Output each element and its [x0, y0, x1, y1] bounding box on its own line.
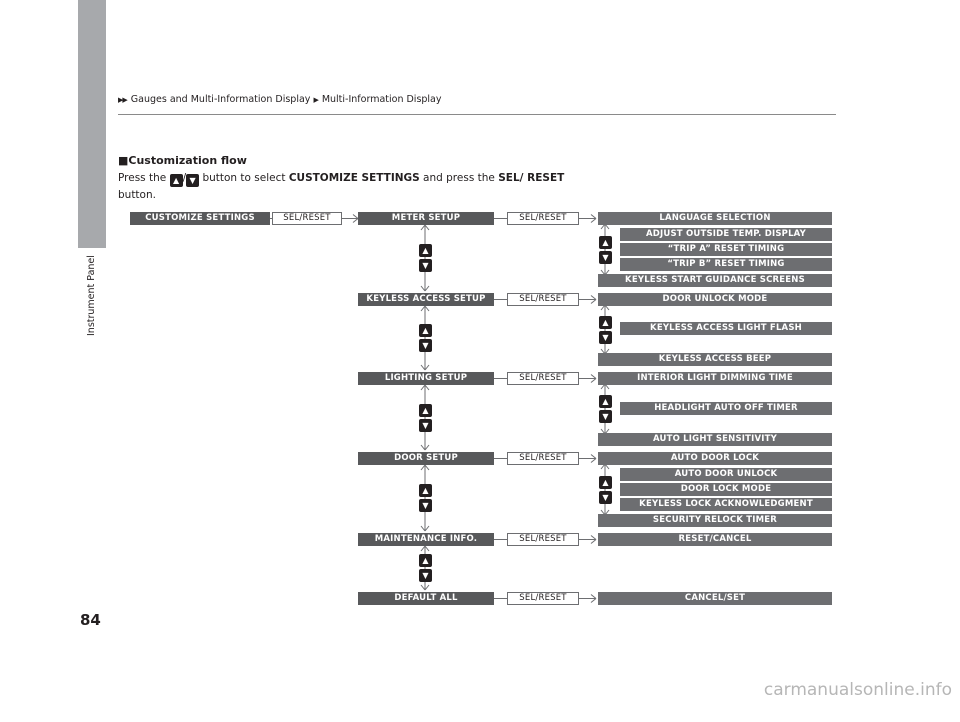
setting-item[interactable]: AUTO DOOR LOCK [598, 452, 832, 465]
item-scroll-up-button-icon: ▲ [599, 235, 612, 249]
menu-scroll-up-button-icon: ▲ [419, 484, 432, 497]
item-scroll-down-button-icon: ▼ [599, 410, 612, 423]
breadcrumb-item[interactable]: Gauges and Multi-Information Display [130, 94, 311, 105]
breadcrumb-arrow-icon: ▶▶ [118, 96, 128, 104]
item-scroll-up-button-icon: ▲ [599, 315, 612, 329]
menu-scroll-down-button-icon: ▼ [419, 339, 432, 352]
chapter-tab-top [78, 0, 106, 248]
setting-item[interactable]: “TRIP A” RESET TIMING [620, 243, 832, 256]
sel-reset-button[interactable]: SEL/RESET [507, 293, 579, 306]
menu-door-setup[interactable]: DOOR SETUP [358, 452, 494, 465]
menu-meter-setup[interactable]: METER SETUP [358, 212, 494, 225]
setting-item[interactable]: “TRIP B” RESET TIMING [620, 258, 832, 271]
watermark: carmanualsonline.info [763, 680, 952, 700]
item-scroll-down-button-icon: ▼ [599, 250, 612, 264]
setting-item[interactable]: KEYLESS START GUIDANCE SCREENS [598, 274, 832, 287]
sel-reset-button[interactable]: SEL/RESET [272, 212, 342, 225]
item-scroll-down-button-icon: ▼ [599, 490, 612, 504]
setting-item[interactable]: AUTO LIGHT SENSITIVITY [598, 433, 832, 446]
setting-item[interactable]: KEYLESS ACCESS LIGHT FLASH [620, 322, 832, 335]
setting-item[interactable]: AUTO DOOR UNLOCK [620, 468, 832, 481]
section-heading: ■Customization flow [118, 154, 247, 167]
menu-scroll-down-button-icon: ▼ [419, 499, 432, 512]
item-scroll-up-button-icon: ▲ [599, 395, 612, 408]
setting-item[interactable]: INTERIOR LIGHT DIMMING TIME [598, 372, 832, 385]
setting-item[interactable]: RESET/CANCEL [598, 533, 832, 546]
menu-maintenance-info[interactable]: MAINTENANCE INFO. [358, 533, 494, 546]
setting-item[interactable]: DOOR LOCK MODE [620, 483, 832, 496]
item-scroll-up-button-icon: ▲ [599, 475, 612, 489]
sel-reset-button[interactable]: SEL/RESET [507, 372, 579, 385]
menu-lighting-setup[interactable]: LIGHTING SETUP [358, 372, 494, 385]
menu-scroll-up-button-icon: ▲ [419, 244, 432, 257]
section-intro: Press the ▲/▼ button to select CUSTOMIZE… [118, 172, 565, 201]
menu-scroll-down-button-icon: ▼ [419, 259, 432, 272]
setting-item[interactable]: SECURITY RELOCK TIMER [598, 514, 832, 527]
page-number: 84 [80, 611, 101, 629]
menu-scroll-up-button-icon: ▲ [419, 554, 432, 567]
setting-item[interactable]: HEADLIGHT AUTO OFF TIMER [620, 402, 832, 415]
sel-reset-button[interactable]: SEL/RESET [507, 533, 579, 546]
item-scroll-down-button-icon: ▼ [599, 330, 612, 344]
header-divider [118, 114, 836, 115]
breadcrumb-item[interactable]: Multi-Information Display [321, 94, 442, 105]
setting-item[interactable]: KEYLESS ACCESS BEEP [598, 353, 832, 366]
setting-item[interactable]: KEYLESS LOCK ACKNOWLEDGMENT [620, 498, 832, 511]
menu-keyless-access-setup[interactable]: KEYLESS ACCESS SETUP [358, 293, 494, 306]
customize-settings-box[interactable]: CUSTOMIZE SETTINGS [130, 212, 270, 225]
setting-item[interactable]: LANGUAGE SELECTION [598, 212, 832, 225]
setting-item[interactable]: DOOR UNLOCK MODE [598, 293, 832, 306]
down-button-icon: ▼ [186, 174, 200, 187]
breadcrumb-arrow-icon: ▶ [313, 96, 318, 104]
menu-scroll-up-button-icon: ▲ [419, 324, 432, 337]
setting-item[interactable]: ADJUST OUTSIDE TEMP. DISPLAY [620, 228, 832, 241]
breadcrumb: ▶▶Gauges and Multi-Information Display ▶… [118, 94, 442, 105]
sel-reset-button[interactable]: SEL/RESET [507, 452, 579, 465]
menu-scroll-down-button-icon: ▼ [419, 569, 432, 582]
setting-item[interactable]: CANCEL/SET [598, 592, 832, 605]
sel-reset-button[interactable]: SEL/RESET [507, 592, 579, 605]
sel-reset-button[interactable]: SEL/RESET [507, 212, 579, 225]
menu-scroll-down-button-icon: ▼ [419, 418, 432, 432]
menu-scroll-up-button-icon: ▲ [419, 403, 432, 417]
up-info-button-icon: ▲ [169, 174, 183, 187]
menu-default-all[interactable]: DEFAULT ALL [358, 592, 494, 605]
